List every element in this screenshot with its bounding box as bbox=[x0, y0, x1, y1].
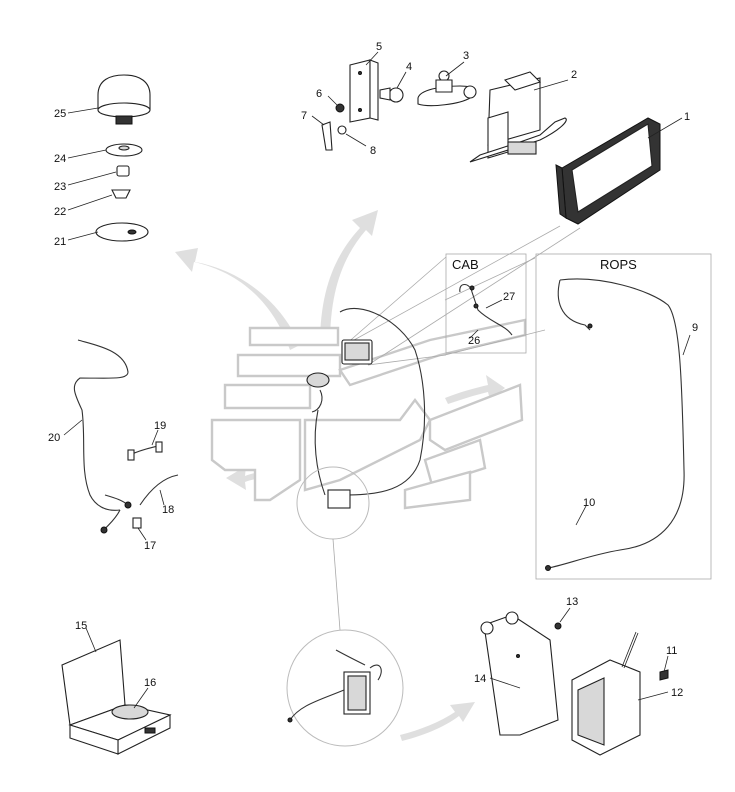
callout-10: 10 bbox=[583, 497, 595, 509]
left-harnesses bbox=[73, 339, 179, 534]
antenna-assembly bbox=[95, 74, 151, 242]
fasteners bbox=[321, 103, 347, 151]
display-tablet bbox=[555, 117, 661, 225]
callout-19: 19 bbox=[154, 420, 166, 432]
cab-box: CAB bbox=[445, 253, 527, 354]
rops-box: ROPS bbox=[535, 253, 712, 580]
callout-12: 12 bbox=[671, 687, 683, 699]
callout-13: 13 bbox=[566, 596, 578, 608]
mount-plate bbox=[349, 59, 379, 123]
callout-23: 23 bbox=[54, 181, 66, 193]
callout-16: 16 bbox=[144, 677, 156, 689]
callout-26: 26 bbox=[468, 335, 480, 347]
controller-plate bbox=[480, 611, 562, 736]
tractor-harness bbox=[306, 307, 426, 509]
callout-8: 8 bbox=[370, 145, 376, 157]
callout-27: 27 bbox=[503, 291, 515, 303]
callout-5: 5 bbox=[376, 41, 382, 53]
callout-20: 20 bbox=[48, 432, 60, 444]
callout-2: 2 bbox=[571, 69, 577, 81]
callout-25: 25 bbox=[54, 108, 66, 120]
callout-4: 4 bbox=[406, 61, 412, 73]
controller-unit bbox=[571, 631, 669, 756]
callout-9: 9 bbox=[692, 322, 698, 334]
ram-arm bbox=[417, 70, 477, 107]
callout-15: 15 bbox=[75, 620, 87, 632]
leader-lines bbox=[63, 51, 691, 709]
callout-14: 14 bbox=[474, 673, 486, 685]
callout-3: 3 bbox=[463, 50, 469, 62]
ball-mount bbox=[379, 87, 404, 103]
callout-22: 22 bbox=[54, 206, 66, 218]
detail-circles bbox=[286, 466, 404, 747]
callout-21: 21 bbox=[54, 236, 66, 248]
rops-title: ROPS bbox=[600, 257, 637, 272]
callout-24: 24 bbox=[54, 153, 66, 165]
callout-17: 17 bbox=[144, 540, 156, 552]
mount-bracket bbox=[469, 71, 567, 163]
detail-harness bbox=[287, 649, 382, 723]
callout-1: 1 bbox=[684, 111, 690, 123]
callout-18: 18 bbox=[162, 504, 174, 516]
callout-7: 7 bbox=[301, 110, 307, 122]
callout-11: 11 bbox=[666, 645, 677, 657]
callout-6: 6 bbox=[316, 88, 322, 100]
carrying-case bbox=[61, 639, 172, 755]
callout-labels: 1 2 3 4 5 6 7 8 9 10 11 12 13 14 15 16 1… bbox=[48, 41, 698, 699]
cab-title: CAB bbox=[452, 257, 479, 272]
